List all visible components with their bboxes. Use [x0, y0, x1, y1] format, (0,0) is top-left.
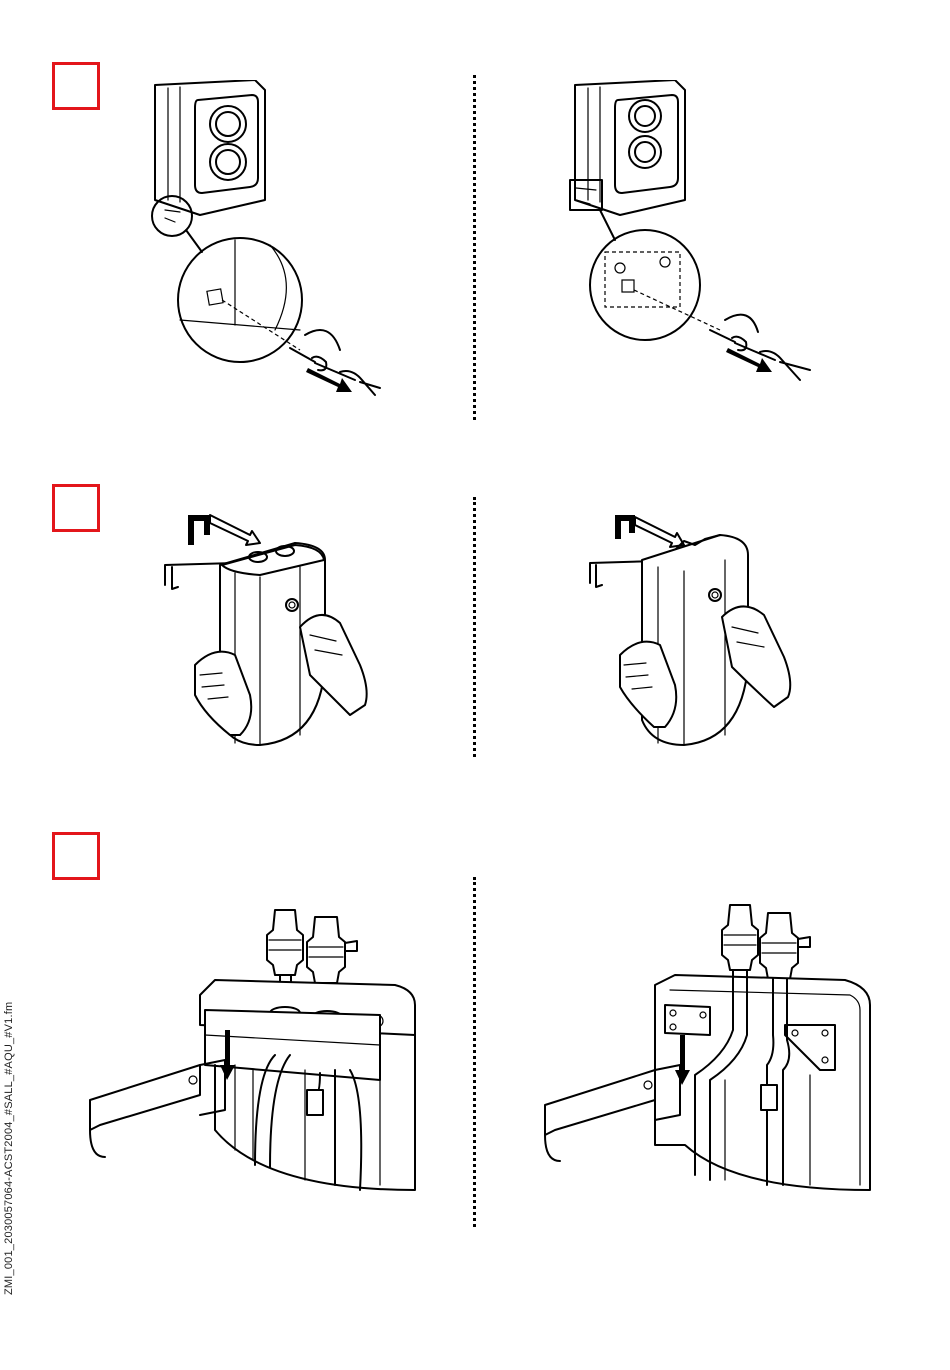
document-code: ZMI_001_2030057064-ACST2004_#SALL_#AQU_#…	[3, 1002, 15, 1295]
step-1-right-illustration	[560, 80, 820, 400]
step-1-marker	[52, 62, 100, 110]
step-1-divider	[473, 75, 476, 420]
step-1-left-illustration	[140, 80, 400, 400]
step-3-left-illustration	[75, 895, 425, 1195]
step-3-right-illustration	[535, 895, 885, 1195]
step-3-marker	[52, 832, 100, 880]
step-3-divider	[473, 877, 476, 1227]
step-2-marker	[52, 484, 100, 532]
step-2-divider	[473, 497, 476, 757]
step-2-right-illustration	[580, 505, 820, 750]
step-2-left-illustration	[160, 505, 400, 750]
